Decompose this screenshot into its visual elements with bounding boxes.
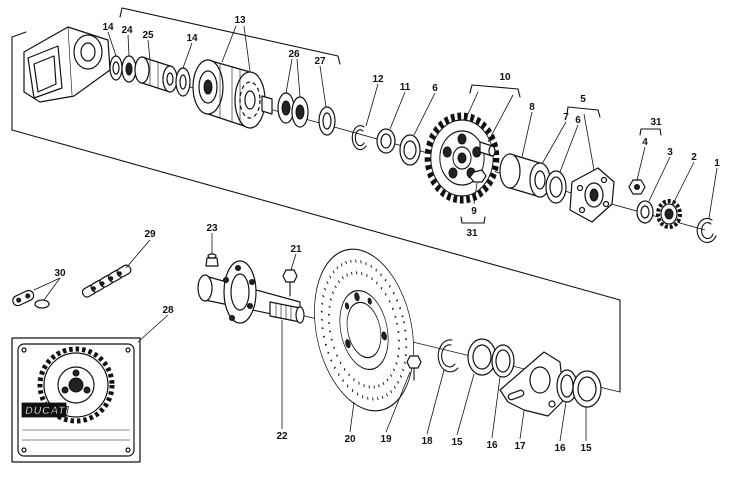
part-2-castle-nut: [656, 199, 682, 229]
part-12-circlip: [351, 125, 367, 151]
callout-28: 28: [162, 305, 174, 316]
part-3-washer: [636, 200, 654, 224]
callout-5: 5: [580, 94, 586, 105]
callout-4: 4: [642, 137, 648, 148]
callout-8: 8: [529, 102, 535, 113]
part-22-wheel-hub: [197, 260, 305, 324]
callout-18: 18: [421, 436, 433, 447]
callout-19: 19: [380, 434, 392, 445]
callout-29: 29: [144, 229, 156, 240]
callout-31-lower: 31: [466, 228, 478, 239]
callout-13: 13: [234, 15, 246, 26]
part-29-chain: [81, 264, 132, 298]
callout-10: 10: [499, 72, 511, 83]
part-9-sprocket-nut: [469, 169, 487, 183]
callout-24: 24: [121, 25, 133, 36]
callout-20: 20: [344, 434, 356, 445]
part-6-seal-right: [545, 170, 567, 204]
callout-17: 17: [514, 441, 526, 452]
callout-7: 7: [563, 112, 569, 123]
callout-6-left: 6: [432, 83, 438, 94]
part-1-circlip: [696, 217, 717, 243]
callout-15-left: 15: [451, 437, 463, 448]
part-6-seal: [399, 134, 421, 166]
part-10-rear-sprocket: [424, 112, 500, 204]
callout-labels: 13 14 24 25 14 26 27 12 11 6 10 8 5 7 6 …: [54, 15, 720, 454]
callout-2: 2: [691, 152, 697, 163]
callout-12: 12: [372, 74, 384, 85]
part-26-bearings: [277, 92, 309, 128]
sprocket-cover: [23, 26, 111, 103]
part-7-bushing: [499, 153, 551, 198]
part-14-bearing-left: [109, 55, 123, 81]
callout-3: 3: [667, 147, 673, 158]
callout-11: 11: [400, 82, 411, 93]
part-5-sprocket-flange: [569, 167, 615, 223]
callout-9: 9: [471, 206, 477, 217]
part-8-sprocket-bolt: [479, 141, 496, 157]
callout-26: 26: [288, 49, 300, 60]
part-23-grease-nipple: [205, 253, 219, 267]
part-11-washer: [376, 128, 396, 154]
part-16-ring-left: [491, 344, 515, 378]
part-14-bearing-right: [175, 67, 191, 97]
part-30-master-link: [12, 289, 50, 309]
leader-lines: [33, 25, 718, 442]
part-18-circlip: [437, 339, 459, 373]
part-27-spacer-ring: [318, 106, 336, 136]
part-4-nut: [628, 179, 646, 195]
ducati-logo-text: DUCATI: [25, 405, 69, 417]
callout-15-right: 15: [580, 443, 592, 454]
part-20-brake-disc: [314, 248, 414, 412]
part-15-seal-right: [572, 370, 602, 408]
callout-16-right: 16: [554, 443, 566, 454]
part-13-cush-drive-hub: [192, 59, 273, 129]
part-15-seal-left: [467, 338, 497, 376]
part-28-decal-plate: DUCATI: [11, 337, 141, 463]
callout-23: 23: [206, 223, 218, 234]
part-24-spacer: [121, 55, 137, 83]
callout-16-left: 16: [486, 440, 498, 451]
callout-1: 1: [714, 158, 720, 169]
callout-6-right: 6: [575, 115, 581, 126]
callout-27: 27: [314, 56, 326, 67]
part-19-disc-bolt: [406, 355, 422, 381]
callout-31-top: 31: [650, 117, 662, 128]
callout-25: 25: [142, 30, 154, 41]
callout-30: 30: [54, 268, 66, 279]
callout-22: 22: [276, 431, 288, 442]
callout-21: 21: [290, 244, 302, 255]
callout-14-left: 14: [102, 22, 114, 33]
callout-14-right: 14: [186, 33, 198, 44]
part-21-bolt: [282, 269, 298, 297]
part-25-bushing: [134, 56, 178, 93]
part-17-caliper-bracket: [499, 351, 565, 417]
